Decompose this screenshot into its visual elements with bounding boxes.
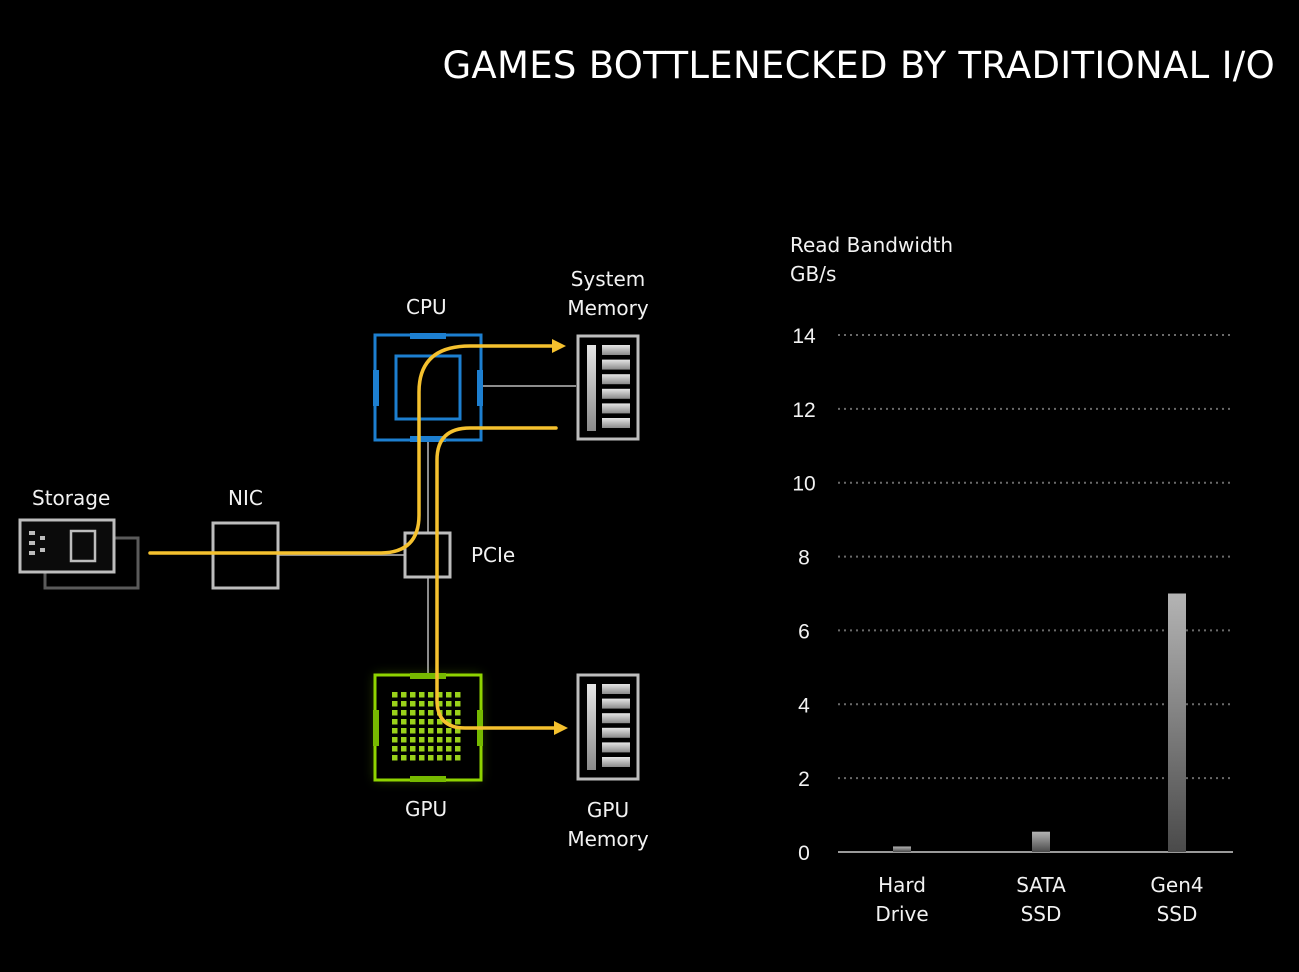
gpu-label: GPU [405, 797, 448, 821]
nic-label: NIC [228, 486, 263, 510]
chart-y-tick-label: 8 [798, 547, 810, 570]
chart-y-tick-label: 2 [798, 768, 810, 791]
chart-y-tick-label: 4 [798, 694, 810, 717]
cpu-label: CPU [406, 295, 447, 319]
bus-connectors [278, 385, 576, 676]
chart-y-tick-label: 10 [792, 473, 815, 496]
gpu-memory-label: GPU Memory [567, 798, 649, 851]
pcie-label: PCIe [471, 543, 516, 567]
chart-y-tick-label: 12 [792, 399, 815, 422]
pcie-switch-box [403, 531, 452, 579]
nic-box [211, 521, 280, 590]
cpu-chip-icon [373, 333, 483, 442]
gpu-memory-module-icon [576, 673, 640, 781]
gpu-chip-icon [373, 673, 483, 782]
memory-module-icon [576, 334, 640, 441]
storage-label: Storage [32, 486, 111, 510]
gpu-core-grid [392, 692, 461, 761]
arrowhead-system-memory [552, 339, 566, 353]
chart-bar [1168, 593, 1186, 852]
chart-y-tick-label: 14 [792, 325, 816, 348]
system-memory-label: System Memory [567, 267, 649, 320]
data-flow-arrow [136, 344, 560, 730]
chart-bar [1032, 831, 1050, 852]
chart-y-axis-title: Read Bandwidth GB/s [790, 233, 954, 286]
chart-y-tick-label: 6 [798, 620, 810, 643]
storage-drive-icon [18, 518, 140, 590]
page-title: GAMES BOTTLENECKED BY TRADITIONAL I/O [442, 44, 1275, 87]
arrowhead-gpu-memory [554, 721, 568, 735]
data-path-diagram [18, 333, 640, 782]
chart-y-tick-label: 0 [798, 842, 810, 865]
chart-bar [893, 846, 911, 852]
